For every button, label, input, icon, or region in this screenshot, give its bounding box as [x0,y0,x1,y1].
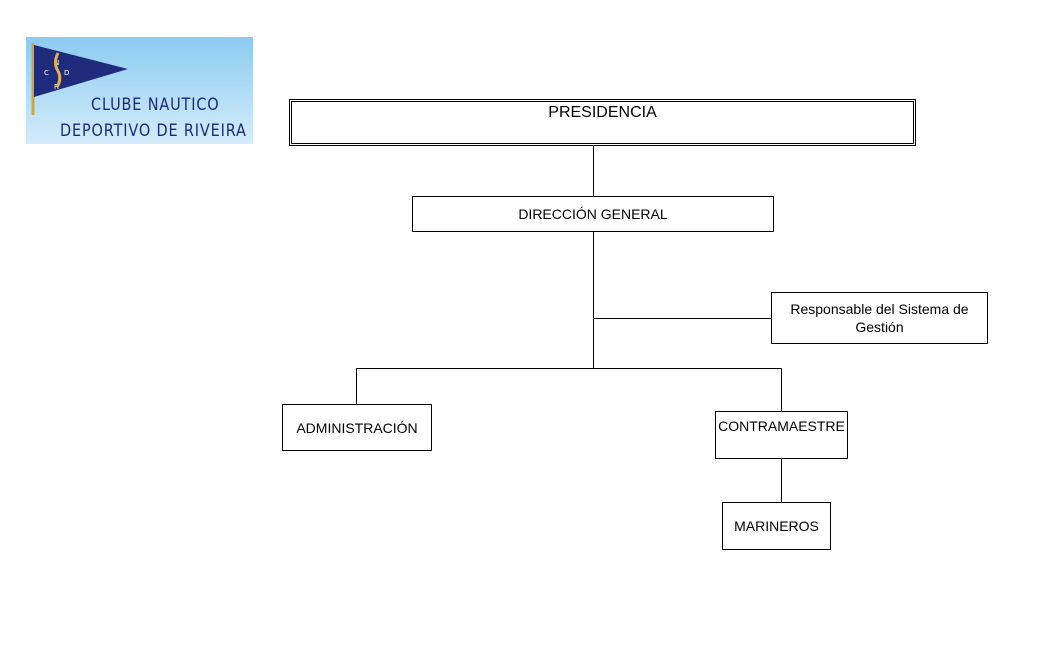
node-label: ADMINISTRACIÓN [296,419,418,436]
connector [781,459,782,502]
node-direccion-general: DIRECCIÓN GENERAL [412,196,774,232]
club-logo: N C D R CLUBE NAUTICO DEPORTIVO DE RIVEI… [26,37,253,144]
pennant-flag-icon: N C D R [31,43,128,115]
logo-line-2: DEPORTIVO DE RIVEIRA [60,121,247,141]
connector [593,146,594,196]
node-responsable-sistema-gestion: Responsable del Sistema de Gestión [771,292,988,344]
svg-text:D: D [64,69,69,77]
connector [781,368,782,411]
svg-text:C: C [44,69,49,77]
svg-text:R: R [54,83,59,91]
logo-line-1: CLUBE NAUTICO [91,95,220,115]
connector [356,368,357,404]
node-marineros: MARINEROS [722,502,831,550]
node-label: DIRECCIÓN GENERAL [518,206,668,222]
node-administracion: ADMINISTRACIÓN [282,404,432,451]
node-presidencia: PRESIDENCIA [289,99,916,146]
connector [356,368,782,369]
node-label: Responsable del Sistema de Gestión [790,301,969,335]
node-label: PRESIDENCIA [548,104,657,121]
node-contramaestre: CONTRAMAESTRE [715,411,848,459]
connector [593,232,594,368]
connector [593,318,771,319]
node-label: CONTRAMAESTRE [718,418,845,434]
node-label: MARINEROS [734,518,819,534]
